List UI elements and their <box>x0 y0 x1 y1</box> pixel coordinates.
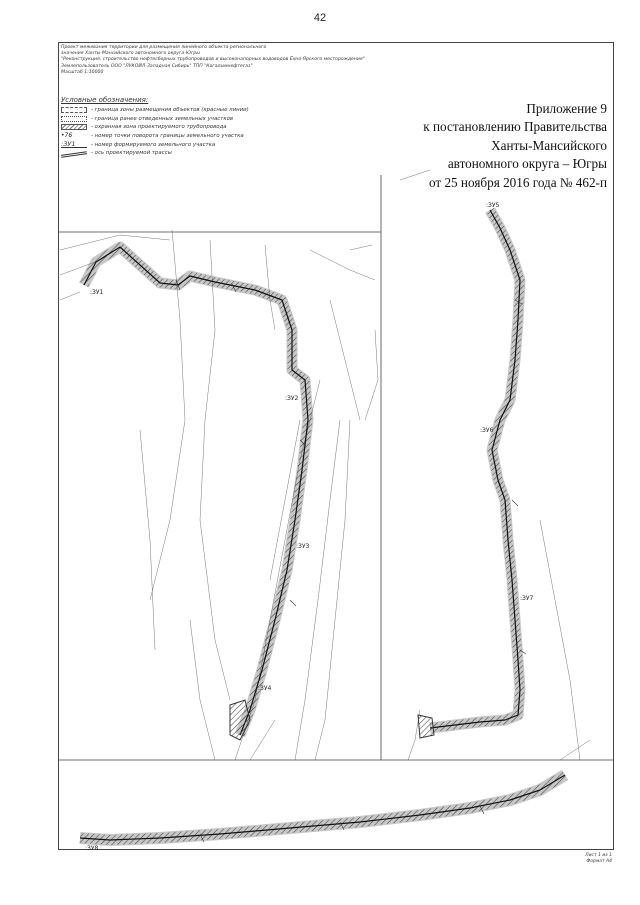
legend-symbol-point-number: •76 <box>61 132 73 140</box>
legend: Условные обозначения: - граница зоны раз… <box>60 96 301 159</box>
plot-label: :ЗУ1 <box>90 289 104 296</box>
legend-label: - охранная зона проектируемого трубопров… <box>91 124 227 131</box>
route-right-boundary <box>429 207 526 734</box>
header-note-3: "Реконструкция, строительство нефтесборн… <box>61 57 365 63</box>
footer-sheet: Лист 1 из 1 <box>585 853 612 858</box>
route-right-protection-zone <box>429 207 525 733</box>
legend-row: - ось проектируемой трассы <box>60 149 301 159</box>
legend-title: Условные обозначения: <box>61 96 149 104</box>
appendix-line-5: от 25 ноября 2016 года № 462-п <box>428 174 607 190</box>
plot-label: :ЗУ3 <box>296 543 310 550</box>
legend-row: :ЗУ1 - номер формируемого земельного уча… <box>61 140 301 149</box>
legend-label: - номер формируемого земельного участка <box>91 141 216 148</box>
legend-row: - охранная зона проектируемого трубопров… <box>61 123 301 132</box>
legend-label: - ось проектируемой трассы <box>91 150 172 157</box>
route-left-boundary <box>79 241 314 738</box>
footer-notes: Лист 1 из 1 Формат А4 <box>585 853 612 865</box>
header-note-4: Землепользователь ООО "ЛУКОЙЛ-Западная С… <box>61 63 253 69</box>
legend-row: - граница зоны размещения объектов (крас… <box>61 106 301 115</box>
route-bottom-axis <box>79 774 566 841</box>
legend-row: •76 - номер точки поворота границы земел… <box>61 132 301 141</box>
plot-label: :ЗУ5 <box>486 202 500 209</box>
page-number: 42 <box>313 12 327 24</box>
plot-label: :ЗУ7 <box>520 595 534 602</box>
map-sheet-frame <box>58 42 614 850</box>
legend-symbol-plot-number: :ЗУ1 <box>61 141 87 149</box>
route-left-axis <box>83 246 309 736</box>
appendix-line-1: Приложение 9 <box>526 101 607 116</box>
legend-label: - граница зоны размещения объектов (крас… <box>91 107 249 114</box>
panel-separators <box>58 175 614 761</box>
route-right <box>417 207 526 739</box>
header-note-5: Масштаб 1:10000 <box>61 69 104 75</box>
route-bottom <box>79 769 569 846</box>
header-notes: Проект межевания территории для размещен… <box>61 45 441 76</box>
plot-label: :ЗУ4 <box>258 685 272 692</box>
legend-symbol-prior-plots <box>61 115 87 122</box>
route-left-protection-zone <box>80 242 313 737</box>
footer-format: Формат А4 <box>586 859 612 864</box>
appendix-line-4: автономного округа – Югры <box>447 156 607 172</box>
route-left <box>79 241 314 741</box>
header-note-1: Проект межевания территории для размещен… <box>61 45 267 50</box>
plot-labels: :ЗУ5 :ЗУ1 :ЗУ2 :ЗУ3 :ЗУ4 :ЗУ6 :ЗУ7 :ЗУ8 <box>85 202 534 852</box>
appendix-line-3: Ханты-Мансийского <box>491 137 607 153</box>
legend-label: - номер точки поворота границы земельног… <box>91 133 244 140</box>
legend-row: - граница ранее отведенных земельных уча… <box>61 115 301 124</box>
turning-point-marks <box>175 279 527 843</box>
route-bottom-boundary <box>79 769 569 846</box>
header-note-2: значения Ханты-Мансийского автономного о… <box>61 51 200 57</box>
plot-label: :ЗУ2 <box>285 395 299 402</box>
legend-symbol-protection-zone <box>61 124 87 131</box>
appendix-block: Приложение 9 к постановлению Правительст… <box>307 100 607 192</box>
legend-label: - граница ранее отведенных земельных уча… <box>91 115 234 122</box>
route-right-axis <box>429 209 521 729</box>
plot-label: :ЗУ8 <box>85 845 99 852</box>
plot-label: :ЗУ6 <box>480 427 494 434</box>
legend-symbol-red-lines <box>61 107 87 114</box>
appendix-line-2: к постановлению Правительства <box>423 119 607 135</box>
